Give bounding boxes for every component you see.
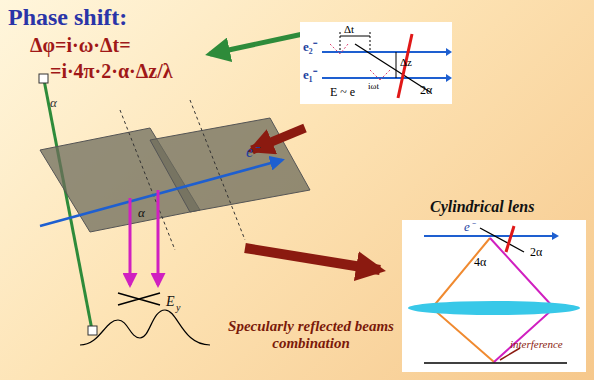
reflected-beam — [157, 190, 160, 285]
interference-curve — [80, 310, 210, 345]
lens-inset-box: Cylindrical lense⁻2α4αinterference — [402, 220, 586, 372]
caption-note: Specularly reflected beams combination — [226, 318, 396, 351]
electron-label: e⁻ — [464, 220, 474, 234]
inset-box: ΔtΔz e₂⁻ e₁⁻ E ~ e iωt 2α — [300, 22, 452, 104]
angle-label: 2α — [530, 246, 542, 259]
field-label: E — [166, 294, 175, 309]
title: Phase shift: — [8, 4, 127, 30]
flow-arrow — [252, 128, 305, 150]
flow-arrow — [245, 248, 380, 270]
field-subscript: y — [176, 302, 180, 313]
field-cross — [118, 293, 160, 305]
field-formula: E ~ e — [330, 86, 355, 99]
dashed-line — [120, 110, 175, 250]
angle-label: α — [138, 206, 145, 220]
interference-label: interference — [510, 338, 563, 350]
time-label: Δt — [344, 23, 354, 35]
reflected-beam — [129, 198, 132, 285]
electron-beam — [40, 160, 282, 226]
formula: =i·4π·2·α·Δz/λ — [50, 60, 173, 82]
electron-label: e⁻ — [246, 143, 258, 161]
marker-square — [88, 326, 97, 335]
field-exponent: iωt — [368, 82, 379, 92]
grating-plane — [150, 118, 310, 212]
formula: Δφ=i·ω·Δt= — [30, 34, 131, 56]
angle-label: 4α — [474, 256, 486, 269]
electron-label: e₂⁻ — [303, 40, 317, 54]
pointer-arrow — [210, 34, 303, 54]
marker-square — [39, 74, 48, 83]
angle-label: 2α — [420, 84, 432, 97]
dashed-line — [190, 100, 245, 240]
electron-label: e₁⁻ — [303, 68, 317, 82]
angle-label: α — [50, 96, 57, 110]
inset-heading: Cylindrical lens — [430, 198, 534, 216]
distance-label: Δz — [400, 56, 412, 68]
